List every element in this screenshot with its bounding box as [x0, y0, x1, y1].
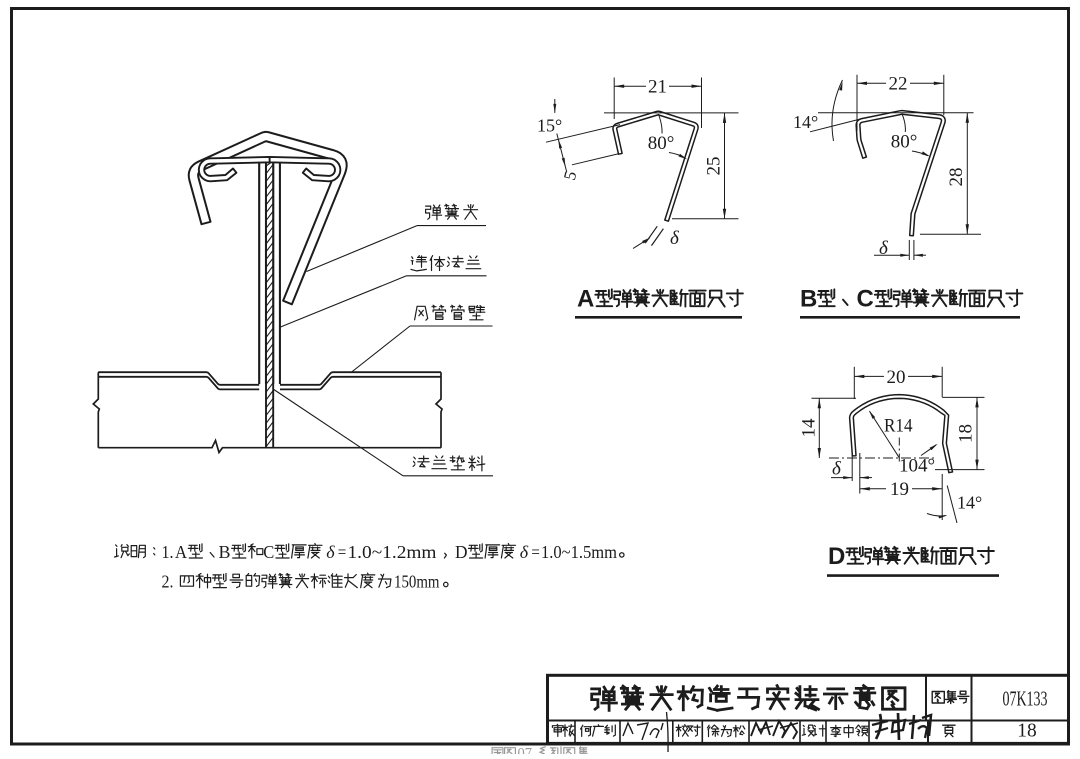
- svg-text:28: 28: [946, 168, 967, 187]
- svg-text:B: B: [219, 542, 231, 562]
- svg-text:18: 18: [1017, 721, 1037, 742]
- svg-text:22: 22: [889, 74, 908, 95]
- svg-text:150mm: 150mm: [394, 571, 440, 591]
- svg-text:07: 07: [518, 746, 533, 755]
- svg-text:δ: δ: [520, 542, 529, 562]
- svg-text:1.0~1.5mm: 1.0~1.5mm: [541, 542, 617, 562]
- svg-text:80°: 80°: [891, 132, 918, 153]
- svg-text:δ: δ: [326, 542, 335, 562]
- svg-text:=: =: [531, 542, 540, 562]
- svg-text:δ: δ: [670, 228, 680, 249]
- svg-text:δ: δ: [879, 238, 889, 259]
- svg-text:20: 20: [887, 367, 906, 388]
- svg-text:δ: δ: [832, 459, 842, 480]
- svg-text:D: D: [828, 543, 845, 570]
- svg-text:C: C: [263, 542, 274, 562]
- svg-text:18: 18: [956, 424, 977, 443]
- svg-text:14: 14: [799, 418, 820, 438]
- svg-text:D: D: [455, 542, 468, 562]
- svg-text:104°: 104°: [899, 456, 935, 477]
- svg-text:A: A: [577, 286, 594, 313]
- svg-text:1.0~1.2mm: 1.0~1.2mm: [348, 542, 437, 562]
- svg-text:80°: 80°: [648, 133, 675, 154]
- svg-text:07K133: 07K133: [1003, 687, 1048, 711]
- svg-text:15°: 15°: [537, 116, 562, 136]
- svg-text:1.: 1.: [162, 542, 174, 562]
- svg-text:19: 19: [890, 479, 909, 500]
- svg-text:R14: R14: [884, 416, 913, 437]
- svg-text:=: =: [338, 542, 347, 562]
- svg-text:C: C: [857, 286, 874, 313]
- svg-text:A: A: [175, 542, 187, 562]
- svg-text:B: B: [800, 286, 817, 313]
- svg-text:14°: 14°: [957, 493, 982, 513]
- svg-text:14°: 14°: [793, 112, 818, 132]
- svg-text:2.: 2.: [162, 571, 174, 591]
- svg-text:25: 25: [704, 157, 725, 176]
- svg-text:21: 21: [648, 77, 667, 98]
